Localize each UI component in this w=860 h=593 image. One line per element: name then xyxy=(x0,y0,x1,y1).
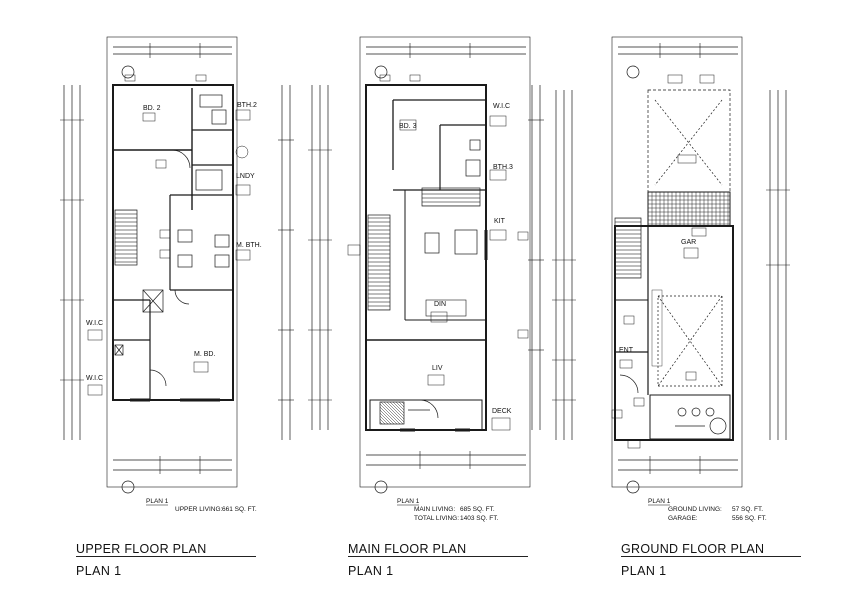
room-label: W.I.C xyxy=(86,375,103,382)
ground-plan-tag: PLAN 1 xyxy=(648,498,671,505)
main-area-label-2: TOTAL LIVING: xyxy=(414,515,459,522)
upper-floor-plan xyxy=(60,36,294,494)
main-floor-plan xyxy=(308,36,544,494)
upper-area-value: 661 SQ. FT. xyxy=(222,506,257,513)
room-label: W.I.C xyxy=(493,103,510,110)
room-label: DECK xyxy=(492,408,512,415)
room-label: BD. 3 xyxy=(399,123,417,130)
room-label: LNDY xyxy=(236,173,255,180)
room-label: W.I.C xyxy=(86,320,103,327)
ground-area-value-2: 556 SQ. FT. xyxy=(732,515,767,522)
room-label: ENT xyxy=(619,347,634,354)
ground-title-underline xyxy=(621,556,801,557)
upper-plan-tag: PLAN 1 xyxy=(146,498,169,505)
upper-floor-plan-title: UPPER FLOOR PLAN xyxy=(76,542,207,556)
main-floor-plan-subtitle: PLAN 1 xyxy=(348,564,394,578)
room-label: KIT xyxy=(494,218,506,225)
ground-area-label-2: GARAGE: xyxy=(668,515,698,522)
room-label: M. BD. xyxy=(194,351,215,358)
main-plan-tag: PLAN 1 xyxy=(397,498,420,505)
upper-floor-plan-subtitle: PLAN 1 xyxy=(76,564,122,578)
ground-area-value-1: 57 SQ. FT. xyxy=(732,506,763,513)
room-label: GAR xyxy=(681,239,696,246)
main-floor-plan-title: MAIN FLOOR PLAN xyxy=(348,542,467,556)
main-area-value-1: 685 SQ. FT. xyxy=(460,506,495,513)
room-label: M. BTH. xyxy=(236,242,262,249)
room-label: BTH.3 xyxy=(493,164,513,171)
main-area-value-2: 1403 SQ. FT. xyxy=(460,515,498,522)
ground-floor-plan xyxy=(552,36,790,494)
main-title-underline xyxy=(348,556,528,557)
ground-area-label-1: GROUND LIVING: xyxy=(668,506,722,513)
ground-floor-plan-subtitle: PLAN 1 xyxy=(621,564,667,578)
room-label: LIV xyxy=(432,365,443,372)
room-label: BTH.2 xyxy=(237,102,257,109)
room-label: DIN xyxy=(434,301,446,308)
room-label: BD. 2 xyxy=(143,105,161,112)
main-area-label-1: MAIN LIVING: xyxy=(414,506,455,513)
ground-floor-plan-title: GROUND FLOOR PLAN xyxy=(621,542,765,556)
upper-area-label: UPPER LIVING: xyxy=(175,506,223,513)
upper-title-underline xyxy=(76,556,256,557)
